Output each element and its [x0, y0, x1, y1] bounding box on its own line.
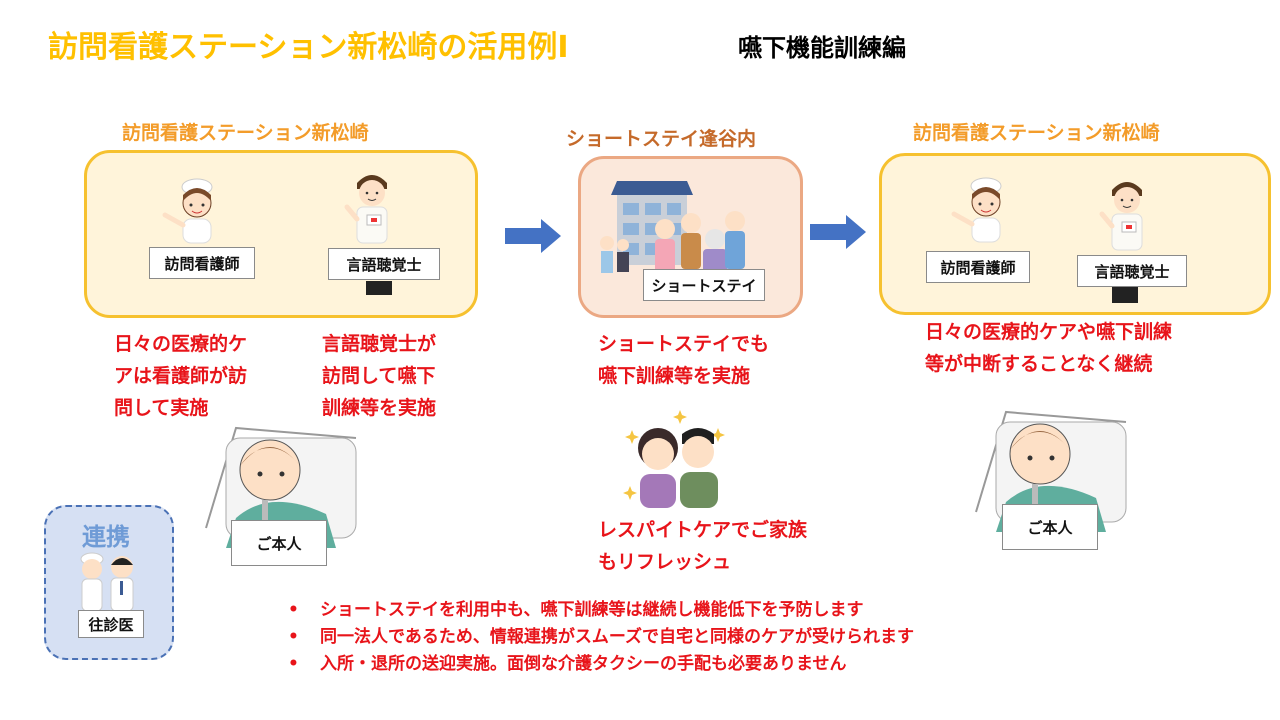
therapist-note: 言語聴覚士が 訪問して嚥下 訓練等を実施 [322, 328, 436, 424]
speech-therapist-illustration-icon [344, 175, 388, 244]
bullet-item: ショートステイを利用中も、嚥下訓練等は継続し機能低下を予防します [288, 597, 914, 624]
nurse-illustration-icon [951, 177, 1002, 243]
page-title: 訪問看護ステーション新松崎の活用例Ⅰ [48, 30, 569, 65]
respite-note-line: レスパイトケアでご家族 [598, 519, 808, 541]
bullet-item: 同一法人であるため、情報連携がスムーズで自宅と同様のケアが受けられます [288, 624, 914, 651]
patient-label: ご本人 [231, 520, 327, 566]
nurse-label: 訪問看護師 [149, 247, 255, 279]
nurse-note-line: 問して実施 [114, 397, 209, 419]
right-station-box: 訪問看護師 言語聴覚士 [879, 153, 1271, 315]
right-arrow-icon [505, 219, 561, 253]
patient-label: ご本人 [1002, 504, 1098, 550]
therapist-legs [366, 281, 392, 295]
right-station-note: 日々の医療的ケアや嚥下訓練 等が中断することなく継続 [925, 316, 1172, 380]
right-station-note-line: 日々の医療的ケアや嚥下訓練 [925, 321, 1173, 343]
nurse-label: 訪問看護師 [926, 251, 1030, 283]
home-doctor-label: 往診医 [78, 610, 144, 638]
nurse-illustration-icon [162, 178, 213, 244]
shortstay-box: ショートステイ [578, 156, 803, 318]
nurse-note-line: 日々の医療的ケ [114, 333, 248, 355]
shortstay-note: ショートステイでも 嚥下訓練等を実施 [598, 328, 769, 392]
nurse-and-doctor-illustration-icon [80, 552, 134, 612]
elderly-couple-illustration-icon [623, 410, 725, 508]
renkei-title: 連携 [82, 522, 130, 551]
respite-note-line: もリフレッシュ [598, 551, 732, 573]
bullet-item: 入所・退所の送迎実施。面倒な介護タクシーの手配も必要ありません [288, 651, 914, 678]
speech-therapist-illustration-icon [1099, 182, 1143, 251]
therapist-note-line: 言語聴覚士が [322, 333, 437, 355]
shortstay-note-line: 嚥下訓練等を実施 [598, 365, 751, 387]
shortstay-title: ショートステイ逢谷内 [566, 128, 757, 150]
speech-therapist-label: 言語聴覚士 [328, 248, 440, 280]
left-station-title: 訪問看護ステーション新松崎 [122, 122, 369, 144]
right-station-note-line: 等が中断することなく継続 [925, 353, 1153, 375]
nurse-note: 日々の医療的ケ アは看護師が訪 問して実施 [114, 328, 247, 424]
therapist-legs [1112, 287, 1138, 303]
speech-therapist-label: 言語聴覚士 [1077, 255, 1187, 287]
shortstay-label: ショートステイ [643, 269, 765, 301]
respite-note: レスパイトケアでご家族 もリフレッシュ [598, 514, 807, 578]
nurse-note-line: アは看護師が訪 [114, 365, 248, 387]
page-subtitle: 嚥下機能訓練編 [738, 34, 906, 62]
shortstay-facility-illustration-icon [600, 181, 745, 275]
therapist-note-line: 訪問して嚥下 [322, 365, 436, 387]
left-station-box: 訪問看護師 言語聴覚士 [84, 150, 478, 318]
renkei-box: 連携 往診医 [44, 505, 174, 660]
summary-bullet-list: ショートステイを利用中も、嚥下訓練等は継続し機能低下を予防します 同一法人である… [288, 597, 914, 678]
shortstay-note-line: ショートステイでも [598, 333, 770, 355]
right-arrow-icon [810, 215, 866, 249]
right-station-title: 訪問看護ステーション新松崎 [913, 122, 1160, 144]
therapist-note-line: 訓練等を実施 [322, 397, 437, 419]
